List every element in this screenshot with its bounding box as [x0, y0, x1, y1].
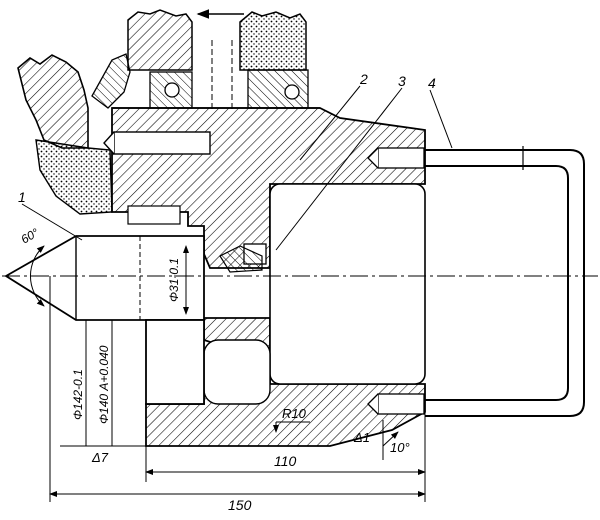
- callout-1: 1: [18, 189, 26, 205]
- callout-2: 2: [359, 71, 368, 87]
- dia-140-label: Φ140 A+0.040: [97, 345, 111, 424]
- dia-142-label: Φ142-0.1: [71, 369, 85, 420]
- callout-3: 3: [398, 73, 406, 89]
- center-mandrel: [4, 235, 205, 405]
- fixture-body: [103, 107, 426, 447]
- callout-4: 4: [428, 75, 436, 91]
- delta-7-label: Δ7: [91, 450, 109, 465]
- angle-60-label: 60°: [19, 225, 42, 246]
- handle: [425, 146, 585, 417]
- length-150-label: 150: [228, 497, 252, 513]
- r10-label: R10: [282, 406, 307, 421]
- dimension-lines: [21, 85, 453, 502]
- delta-1-label: Δ1: [353, 430, 370, 445]
- length-110-label: 110: [274, 453, 297, 469]
- spindle-head: [17, 9, 320, 215]
- angle-10-label: 10°: [390, 440, 410, 455]
- dia-31-label: Φ31-0.1: [167, 258, 181, 302]
